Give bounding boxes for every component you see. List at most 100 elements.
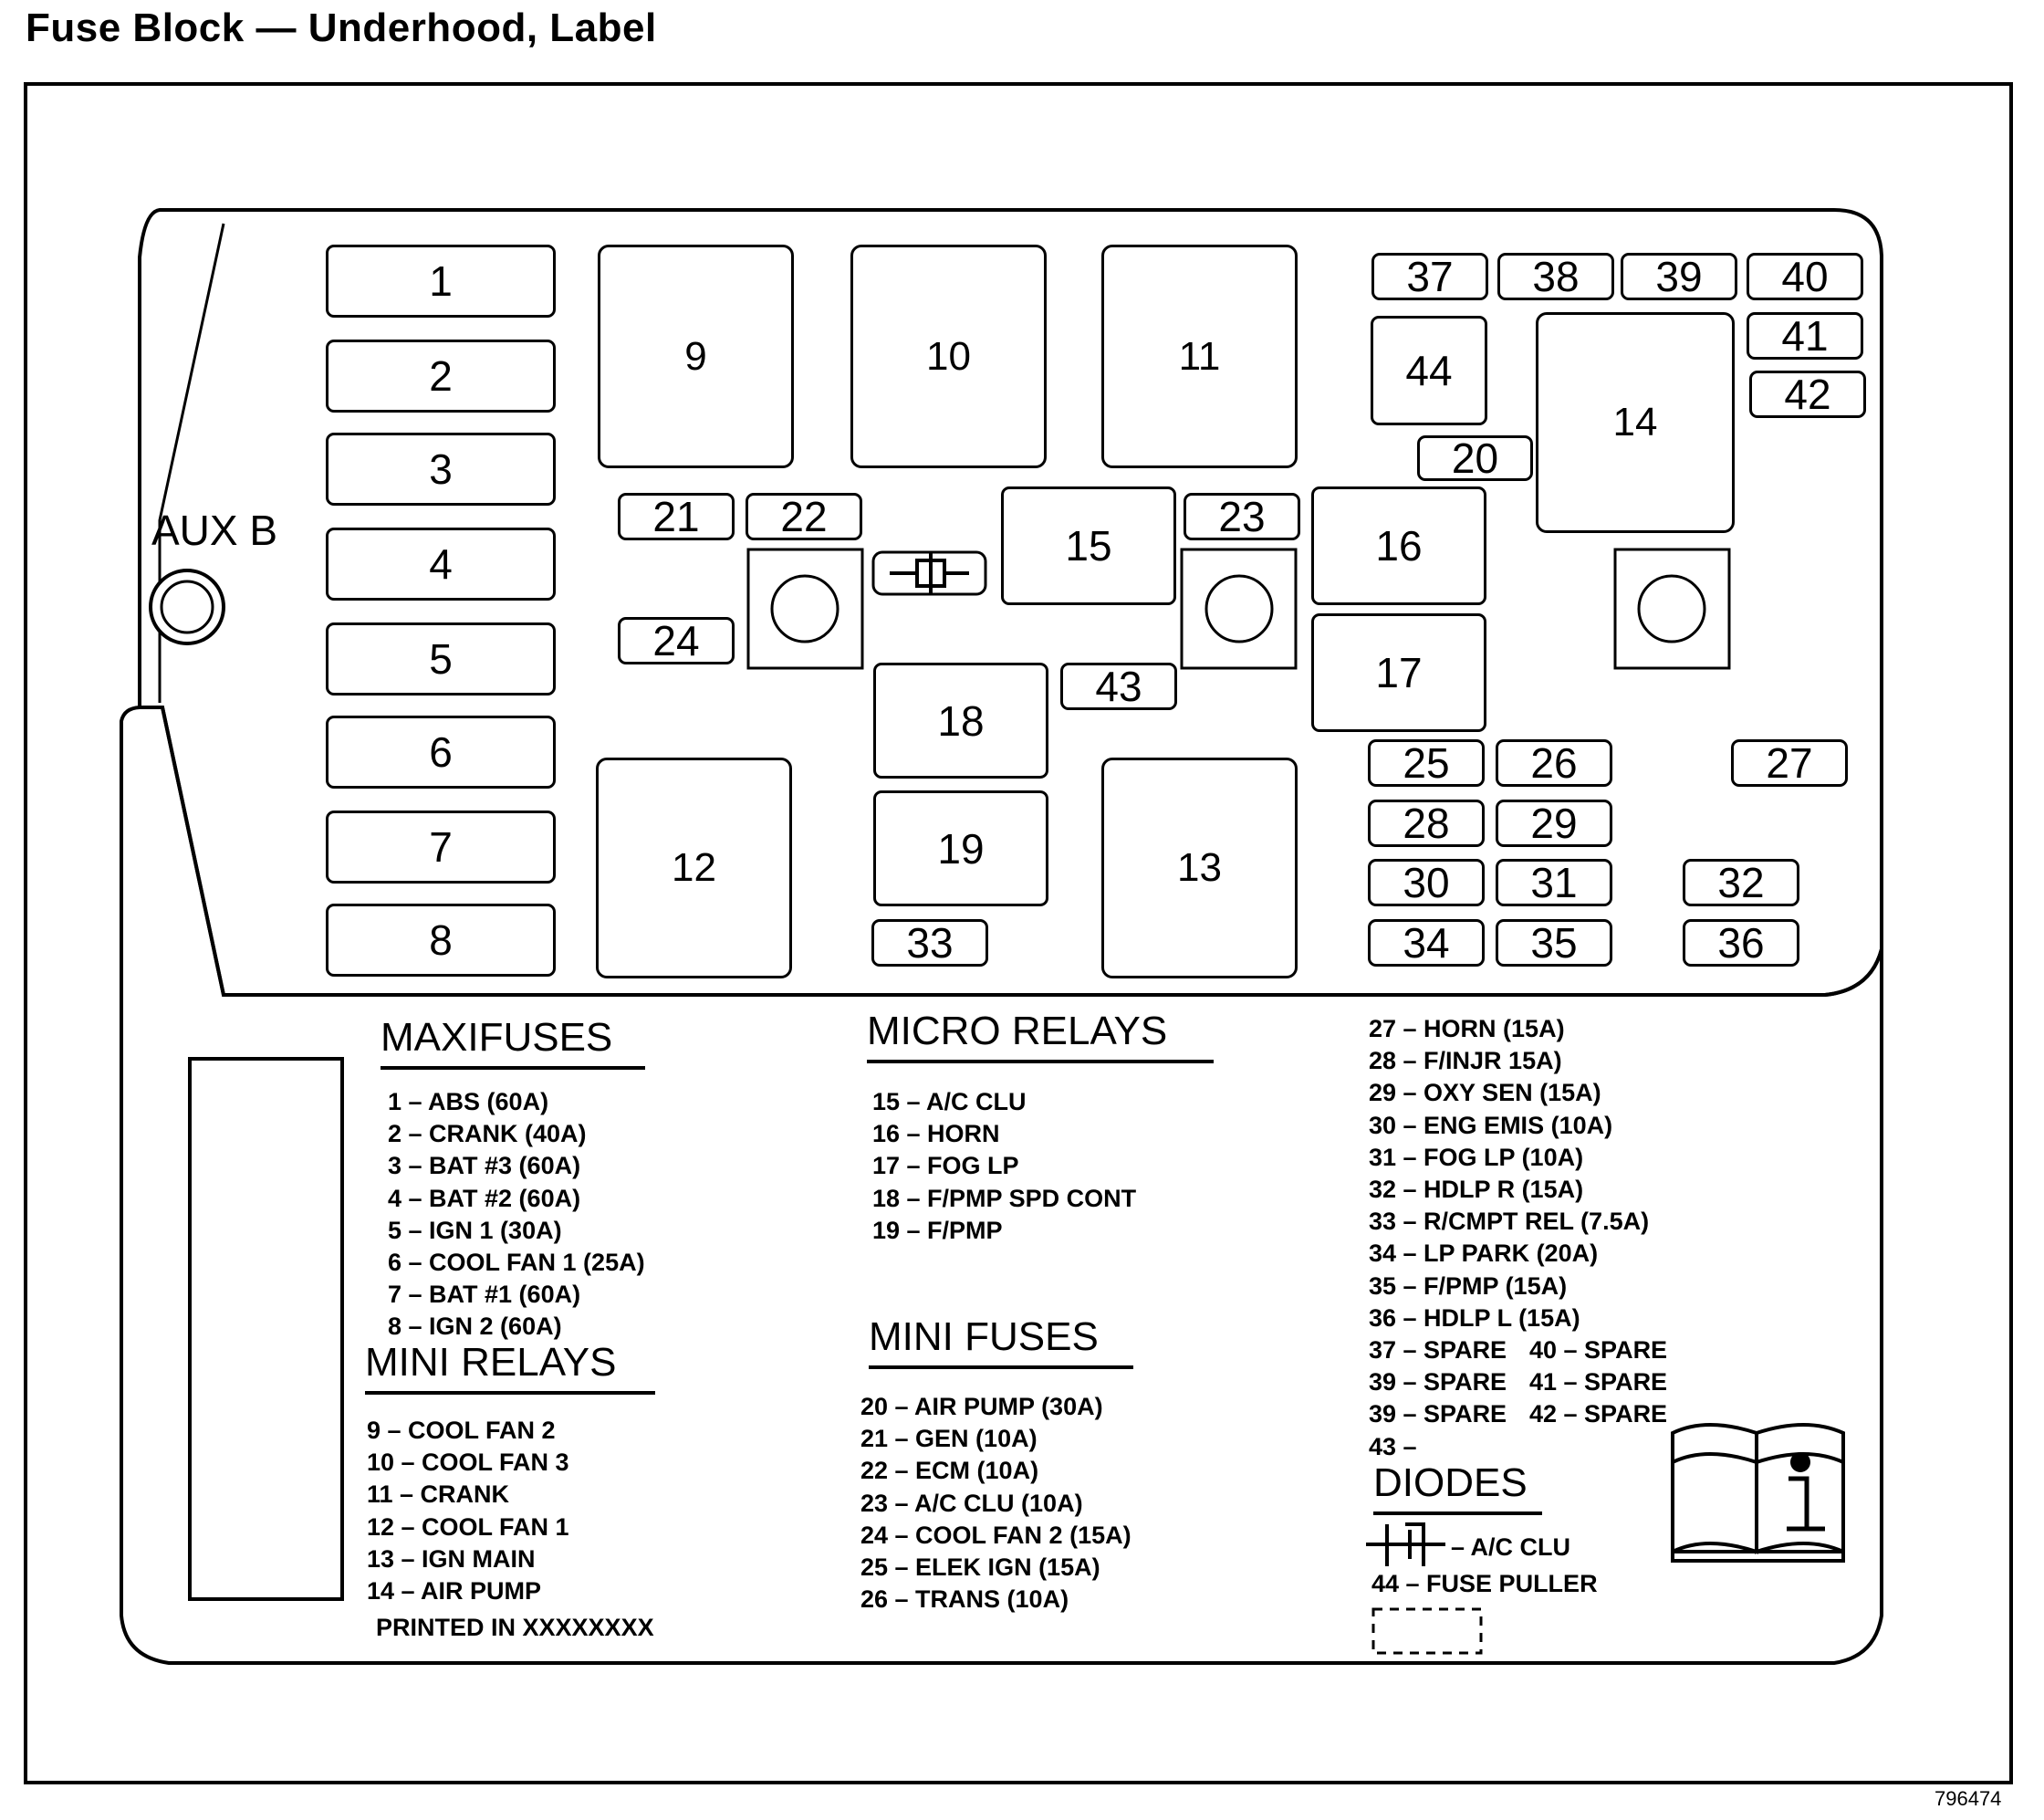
diodes-heading: DIODES — [1373, 1460, 1542, 1515]
maxifuse-slot-1: 1 — [326, 245, 556, 318]
list-item: 19 – F/PMP — [872, 1216, 1003, 1244]
micro-relay-slot-18: 18 — [873, 663, 1048, 779]
list-item: 25 – ELEK IGN (15A) — [860, 1553, 1100, 1581]
mini-fuse-slot-28: 28 — [1368, 800, 1485, 847]
micro-relays-heading: MICRO RELAYS — [867, 1009, 1214, 1063]
mini-relays-list: 9 – COOL FAN 2 10 – COOL FAN 3 11 – CRAN… — [367, 1415, 569, 1607]
list-item: 32 – HDLP R (15A) — [1369, 1175, 1584, 1203]
list-item: 30 – ENG EMIS (10A) — [1369, 1111, 1613, 1139]
stud-terminal-middle — [1204, 574, 1274, 643]
mini-fuse-slot-38: 38 — [1497, 253, 1614, 300]
list-item: 42 – SPARE — [1529, 1400, 1668, 1428]
micro-relay-slot-15: 15 — [1001, 486, 1176, 605]
figure-number: 796474 — [1934, 1787, 2002, 1810]
list-item: 35 – F/PMP (15A) — [1369, 1271, 1568, 1300]
list-item: 31 – FOG LP (10A) — [1369, 1143, 1584, 1171]
list-item: 10 – COOL FAN 3 — [367, 1449, 569, 1477]
diode-legend-icon — [1366, 1522, 1445, 1566]
maxifuses-list: 1 – ABS (60A) 2 – CRANK (40A) 3 – BAT #3… — [388, 1086, 645, 1344]
list-item: 29 – OXY SEN (15A) — [1369, 1079, 1601, 1107]
list-item: 27 – HORN (15A) — [1369, 1015, 1565, 1042]
mini-fuse-slot-36: 36 — [1683, 919, 1799, 967]
maxifuse-slot-7: 7 — [326, 811, 556, 884]
mini-relay-slot-12: 12 — [596, 758, 792, 978]
mini-fuse-slot-34: 34 — [1368, 919, 1485, 967]
micro-relay-slot-19: 19 — [873, 790, 1048, 906]
list-item: 20 – AIR PUMP (30A) — [860, 1393, 1103, 1420]
list-item: 40 – SPARE — [1529, 1336, 1668, 1364]
list-item: 28 – F/INJR 15A) — [1369, 1047, 1562, 1075]
list-item: 4 – BAT #2 (60A) — [388, 1184, 581, 1212]
printed-in-note: PRINTED IN XXXXXXXX — [376, 1614, 654, 1641]
aux-b-label: AUX B — [151, 507, 278, 554]
list-item: 21 – GEN (10A) — [860, 1425, 1038, 1453]
mini-fuse-slot-22: 22 — [746, 493, 862, 540]
spares-list-right: 40 – SPARE 41 – SPARE 42 – SPARE — [1529, 1334, 1667, 1431]
list-item: 13 – IGN MAIN — [367, 1544, 536, 1573]
list-item: 22 – ECM (10A) — [860, 1457, 1039, 1485]
mini-fuse-slot-37: 37 — [1371, 253, 1488, 300]
mini-relays-heading: MINI RELAYS — [365, 1340, 655, 1395]
page-title: Fuse Block — Underhood, Label — [26, 5, 657, 50]
mini-fuse-slot-25: 25 — [1368, 739, 1485, 787]
mini-fuses-heading: MINI FUSES — [869, 1314, 1133, 1369]
list-item: 26 – TRANS (10A) — [860, 1585, 1069, 1614]
aux-edge — [158, 223, 225, 703]
mini-relay-slot-10: 10 — [850, 245, 1047, 468]
list-item: 43 – — [1369, 1432, 1417, 1460]
fuse-puller-slot-44: 44 — [1371, 316, 1487, 425]
list-item: 8 – IGN 2 (60A) — [388, 1313, 562, 1341]
list-item: 7 – BAT #1 (60A) — [388, 1281, 581, 1309]
maxifuse-slot-5: 5 — [326, 622, 556, 696]
mini-fuse-slot-32: 32 — [1683, 859, 1799, 906]
label-area-body — [120, 706, 1883, 1665]
mini-fuse-slot-39: 39 — [1621, 253, 1737, 300]
mini-fuse-slot-27: 27 — [1731, 739, 1848, 787]
list-item: 33 – R/CMPT REL (7.5A) — [1369, 1208, 1650, 1236]
mini-fuse-slot-29: 29 — [1496, 800, 1612, 847]
list-item: 14 – AIR PUMP — [367, 1576, 542, 1605]
list-item: 39 – SPARE — [1369, 1400, 1507, 1428]
list-item: 6 – COOL FAN 1 (25A) — [388, 1248, 645, 1276]
list-item: 15 – A/C CLU — [872, 1088, 1027, 1115]
list-item: 17 – FOG LP — [872, 1152, 1019, 1180]
maxifuse-slot-3: 3 — [326, 433, 556, 506]
stud-terminal-left — [770, 574, 840, 643]
list-item: 34 – LP PARK (20A) — [1369, 1239, 1599, 1268]
mini-fuse-slot-30: 30 — [1368, 859, 1485, 906]
fuse-puller-outline — [1371, 1607, 1483, 1655]
mini-fuse-slot-20: 20 — [1417, 434, 1533, 482]
mini-fuse-slot-21: 21 — [618, 493, 735, 540]
maxifuse-slot-6: 6 — [326, 716, 556, 789]
mini-fuse-slot-24: 24 — [618, 617, 735, 664]
stud-housing-right — [1613, 548, 1731, 670]
mini-fuses-list-continued: 27 – HORN (15A) 28 – F/INJR 15A) 29 – OX… — [1369, 1013, 1649, 1334]
list-item: 3 – BAT #3 (60A) — [388, 1152, 581, 1180]
mini-fuse-slot-41: 41 — [1747, 312, 1863, 360]
list-item: 36 – HDLP L (15A) — [1369, 1303, 1580, 1332]
list-item: 18 – F/PMP SPD CONT — [872, 1184, 1137, 1212]
mini-relay-slot-14: 14 — [1536, 312, 1735, 533]
maxifuses-heading: MAXIFUSES — [381, 1015, 645, 1070]
list-item: 9 – COOL FAN 2 — [367, 1417, 556, 1444]
micro-relay-slot-16: 16 — [1311, 486, 1486, 605]
mini-relay-slot-11: 11 — [1101, 245, 1298, 468]
diode-legend-text: – A/C CLU — [1451, 1533, 1571, 1561]
mini-fuse-slot-42: 42 — [1749, 371, 1866, 418]
mini-relay-slot-9: 9 — [598, 245, 794, 468]
list-item: 41 – SPARE — [1529, 1368, 1668, 1396]
mini-fuse-slot-23: 23 — [1184, 493, 1300, 540]
manual-info-icon — [1671, 1423, 1845, 1563]
list-item: 39 – SPARE — [1369, 1368, 1507, 1396]
mini-fuse-slot-33: 33 — [871, 919, 988, 967]
fuse-puller-text: 44 – FUSE PULLER — [1371, 1568, 1598, 1600]
list-item: 12 – COOL FAN 1 — [367, 1512, 569, 1541]
mini-relay-slot-13: 13 — [1101, 758, 1298, 978]
mini-fuse-slot-43: 43 — [1060, 663, 1177, 710]
diode-symbol-icon — [890, 552, 969, 594]
mini-fuse-slot-26: 26 — [1496, 739, 1612, 787]
stud-terminal-right — [1637, 574, 1706, 643]
mini-fuse-slot-35: 35 — [1496, 919, 1612, 967]
maxifuse-slot-2: 2 — [326, 340, 556, 413]
